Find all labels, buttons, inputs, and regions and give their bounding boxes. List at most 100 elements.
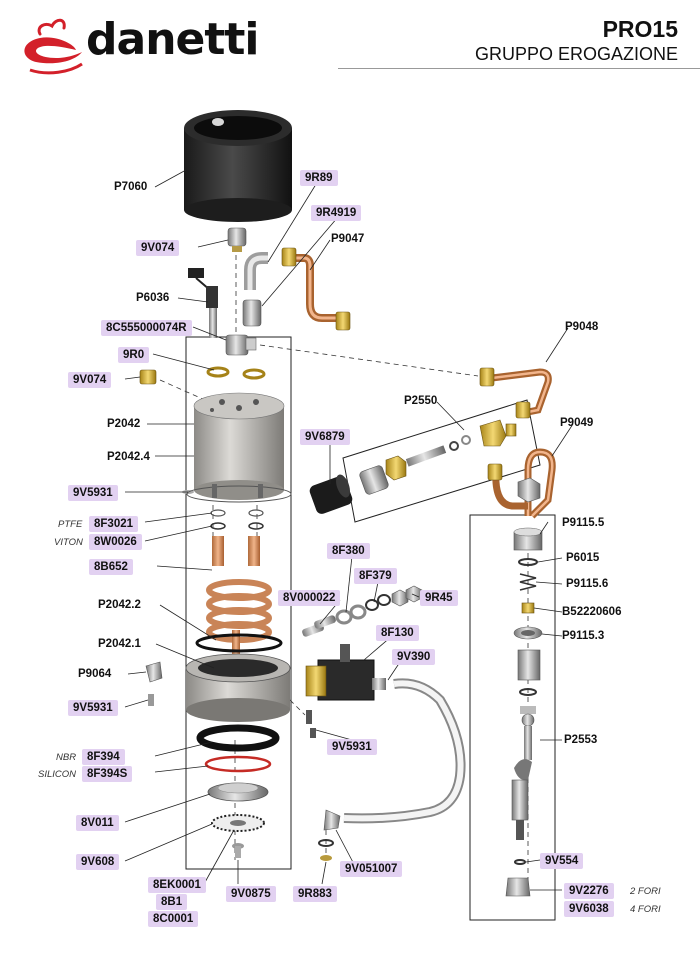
part-8f3021-gaskets [210,509,264,530]
part-9v2276-tip [505,877,531,897]
part-9v390-hose [343,678,466,824]
label-8b652: 8B652 [89,559,133,575]
label-8c0001: 8C0001 [148,911,199,927]
label-9v051007: 9V051007 [340,861,403,877]
part-p2042-2-oring [195,633,283,653]
part-8f130-solenoid [305,644,386,701]
label-9v0875: 9V0875 [226,886,276,902]
part-p9049-pipe [487,448,556,519]
label-p2042: P2042 [107,418,141,430]
note-nbr: NBR [56,752,77,763]
part-p6036-sensor [188,268,218,338]
part-p2553-wand-body [511,649,541,840]
note-4-fori: 4 FORI [630,904,661,915]
part-8v000022-pins [302,615,336,637]
label-p6036: P6036 [136,292,170,304]
section-title: GRUPPO EROGAZIONE [474,44,678,64]
label-8f379: 8F379 [354,568,397,584]
label-p9115-3: P9115.3 [562,630,605,642]
note-ptfe: PTFE [58,519,83,530]
part-9r4919 [242,299,262,327]
label-9r89: 9R89 [300,170,338,186]
label-p6015: P6015 [566,552,600,564]
label-9v5931-b: 9V5931 [68,700,118,716]
part-9r45-nuts [391,585,423,607]
label-9v074-side: 9V074 [68,372,112,388]
part-9v074-top [227,227,247,252]
label-b52220606: B52220606 [562,606,622,618]
label-9v608: 9V608 [76,854,120,870]
part-p9048-pipe [479,367,552,419]
label-9v6879: 9V6879 [300,429,350,445]
label-9v6038: 9V6038 [564,901,614,917]
part-p2042-boiler [182,392,292,503]
part-9v5931-screws [212,484,316,738]
label-9v2276: 9V2276 [564,883,614,899]
part-p2042-1-group-head [185,653,291,722]
leader-lines [124,169,574,891]
note-silicon: SILICON [38,769,77,780]
label-p9048: P9048 [565,321,599,333]
part-9v051007-fitting [323,809,341,831]
brand-name: danetti [86,14,260,65]
part-8b652-heater-coil [206,536,272,660]
part-8c555000074r [225,334,257,356]
part-p2550-valve [359,419,517,495]
label-8v000022: 8V000022 [278,590,341,606]
part-9r89-elbow [244,252,268,290]
label-9v390: 9V390 [392,649,436,665]
part-p9115-5 [513,527,543,551]
label-9v074-top: 9V074 [136,240,180,256]
label-p2550: P2550 [404,395,438,407]
model-title: PRO15 [602,16,678,42]
label-9v5931-c: 9V5931 [327,739,377,755]
dashed-guides [159,255,529,890]
label-p2042-4: P2042.4 [107,451,150,463]
label-9v554: 9V554 [540,853,584,869]
part-9v608-screen [211,814,265,832]
label-8b1: 8B1 [156,894,188,910]
header-divider [338,68,700,69]
label-9r45: 9R45 [420,590,458,606]
label-p9049: P9049 [560,417,594,429]
label-9r0: 9R0 [118,347,150,363]
label-8c555000074r: 8C555000074R [101,320,192,336]
label-8f130: 8F130 [376,625,419,641]
part-9r883-washers [318,839,334,861]
part-8f394-gasket [196,724,280,752]
part-9r0-rings [206,366,266,380]
label-p7060: P7060 [114,181,148,193]
note-2-fori: 2 FORI [630,886,661,897]
label-p9115-6: P9115.6 [566,578,609,590]
part-8f380-washers [335,604,367,625]
part-8f379-rings [365,594,391,611]
part-p9115-3-nut [513,626,543,640]
brand-logo-mark [24,18,83,75]
part-p9115-6-spring [519,573,537,591]
label-8f394: 8F394 [82,749,125,765]
note-viton: VITON [54,537,83,548]
part-p9064-bracket [145,661,163,706]
part-9v074-side [139,369,157,385]
part-p9047-pipe [281,247,351,331]
label-p2042-1: P2042.1 [98,638,141,650]
label-8w0026: 8W0026 [89,534,142,550]
label-p9064: P9064 [78,668,112,680]
part-9v6879-knob [309,474,353,514]
part-p6015 [518,558,538,566]
label-9v5931-a: 9V5931 [68,485,118,501]
part-9v554 [514,859,526,865]
label-9r4919: 9R4919 [311,205,362,221]
label-8f394s: 8F394S [82,766,133,782]
part-b52220606 [521,602,535,614]
label-p9047: P9047 [331,233,365,245]
label-9r883: 9R883 [293,886,337,902]
label-8f3021: 8F3021 [89,516,139,532]
part-8f394s-oring [204,755,272,773]
label-8ek0001: 8EK0001 [148,877,206,893]
label-8v011: 8V011 [76,815,119,831]
part-9v0875-screw [232,843,244,858]
part-p7060 [184,110,292,222]
